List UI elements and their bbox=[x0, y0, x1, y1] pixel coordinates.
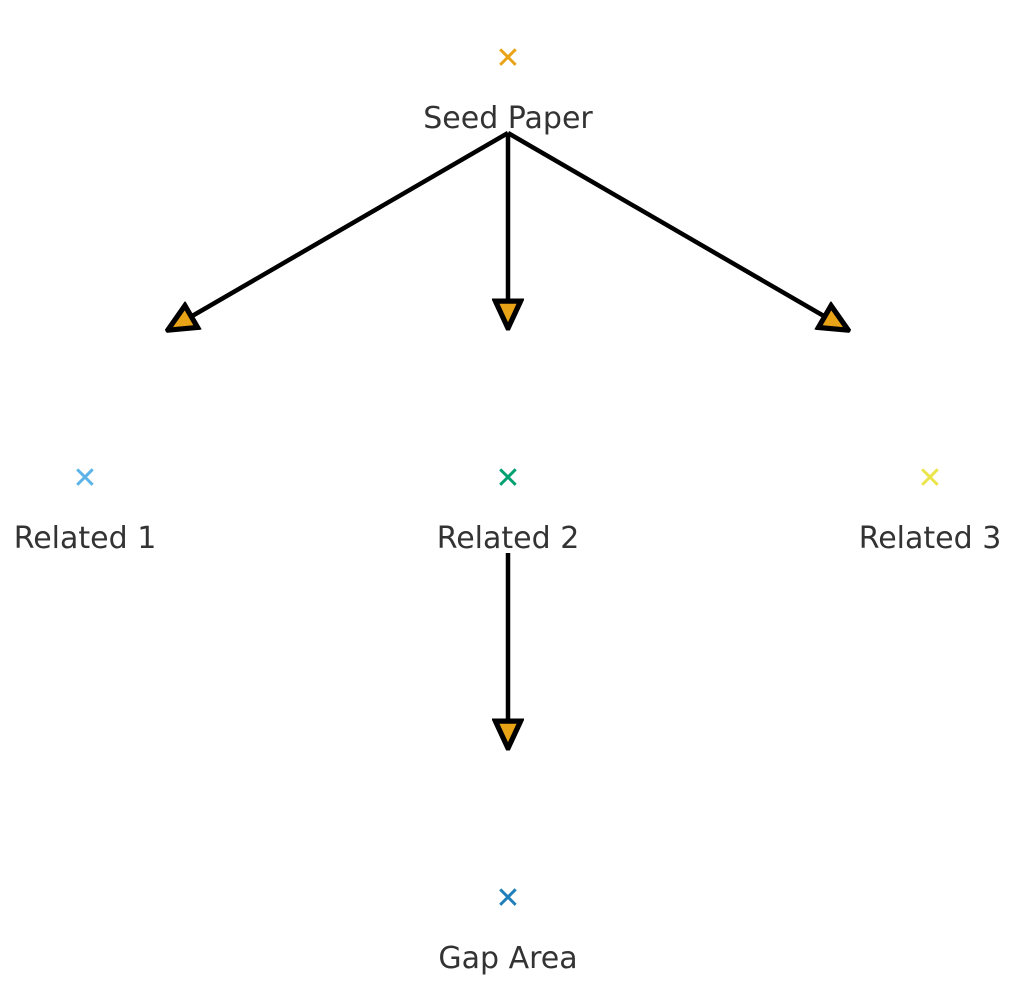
node-label-related-2: Related 2 bbox=[436, 521, 580, 556]
node-gap-area[interactable]: ✕ Gap Area bbox=[438, 884, 577, 974]
x-marker-icon: ✕ bbox=[495, 881, 521, 916]
node-seed-paper[interactable]: ✕ Seed Paper bbox=[423, 44, 593, 134]
edge-seed-to-related-1 bbox=[168, 131, 510, 330]
node-related-2[interactable]: ✕ Related 2 bbox=[437, 464, 580, 554]
node-label-related-3: Related 3 bbox=[858, 521, 1002, 556]
node-related-1[interactable]: ✕ Related 1 bbox=[14, 464, 157, 554]
x-marker-icon: ✕ bbox=[495, 461, 521, 496]
x-marker-icon: ✕ bbox=[495, 41, 521, 76]
node-label-related-1: Related 1 bbox=[13, 521, 157, 556]
node-label-gap-area: Gap Area bbox=[438, 941, 578, 976]
node-related-3[interactable]: ✕ Related 3 bbox=[859, 464, 1002, 554]
edge-seed-to-related-3 bbox=[506, 131, 848, 330]
x-marker-icon: ✕ bbox=[917, 461, 943, 496]
node-label-seed-paper: Seed Paper bbox=[423, 101, 593, 136]
x-marker-icon: ✕ bbox=[72, 461, 98, 496]
